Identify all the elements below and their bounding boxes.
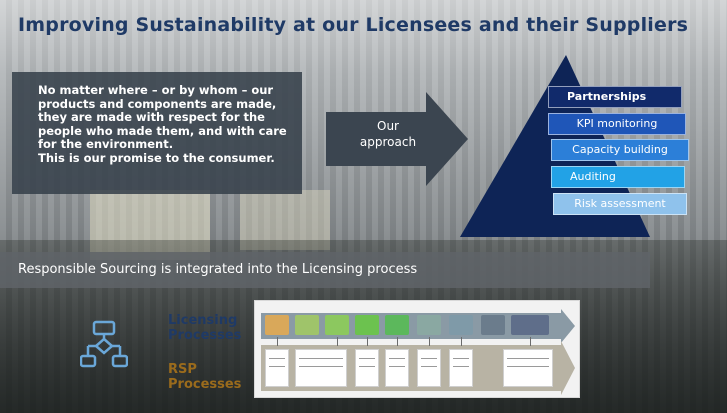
rsp-note: [503, 349, 553, 387]
promise-statement: No matter where – or by whom – our produ…: [38, 83, 287, 151]
licensing-step: [265, 315, 289, 335]
promise-consumer: This is our promise to the consumer.: [38, 150, 275, 165]
pyramid-layer-capacity-building: Capacity building: [551, 139, 689, 161]
licensing-step: [295, 315, 319, 335]
approach-label-line: Our: [377, 119, 399, 133]
licensing-step: [385, 315, 409, 335]
flowchart-icon: [80, 320, 128, 368]
licensing-step: [449, 315, 473, 335]
licensing-processes-label: Licensing Processes: [168, 313, 248, 343]
process-diagram: [254, 300, 580, 398]
step-connector: [337, 337, 338, 346]
rsp-note: [295, 349, 347, 387]
step-connector: [530, 337, 531, 346]
rsp-label-line: Processes: [168, 377, 242, 392]
licensing-step: [355, 315, 379, 335]
pyramid-layer-kpi-monitoring: KPI monitoring: [548, 113, 686, 135]
licensing-step: [417, 315, 441, 335]
approach-label: Our approach: [326, 118, 450, 150]
step-connector: [461, 337, 462, 346]
slide-title: Improving Sustainability at our Licensee…: [18, 14, 689, 36]
licensing-step: [481, 315, 505, 335]
step-connector: [397, 337, 398, 346]
pyramid-layer-partnerships: Partnerships: [548, 86, 682, 108]
licensing-band-arrow: [561, 309, 575, 343]
step-connector: [277, 337, 278, 346]
rsp-band-arrow: [561, 341, 575, 395]
pyramid-layer-risk-assessment: Risk assessment: [553, 193, 687, 215]
step-connector: [367, 337, 368, 346]
pyramid-layer-auditing: Auditing: [551, 166, 685, 188]
approach-label-line: approach: [359, 135, 417, 149]
rsp-note: [417, 349, 441, 387]
approach-arrow-icon: [326, 92, 468, 186]
rsp-note: [265, 349, 289, 387]
licensing-label-line: Licensing: [168, 313, 238, 328]
licensing-step: [511, 315, 549, 335]
licensing-label-line: Processes: [168, 328, 242, 343]
rsp-note: [449, 349, 473, 387]
step-connector: [429, 337, 430, 346]
rsp-label-line: RSP: [168, 362, 197, 377]
rsp-note: [355, 349, 379, 387]
integration-banner: Responsible Sourcing is integrated into …: [0, 252, 650, 288]
promise-box: No matter where – or by whom – our produ…: [12, 72, 302, 194]
licensing-step: [325, 315, 349, 335]
rsp-note: [385, 349, 409, 387]
rsp-processes-label: RSP Processes: [168, 362, 248, 392]
